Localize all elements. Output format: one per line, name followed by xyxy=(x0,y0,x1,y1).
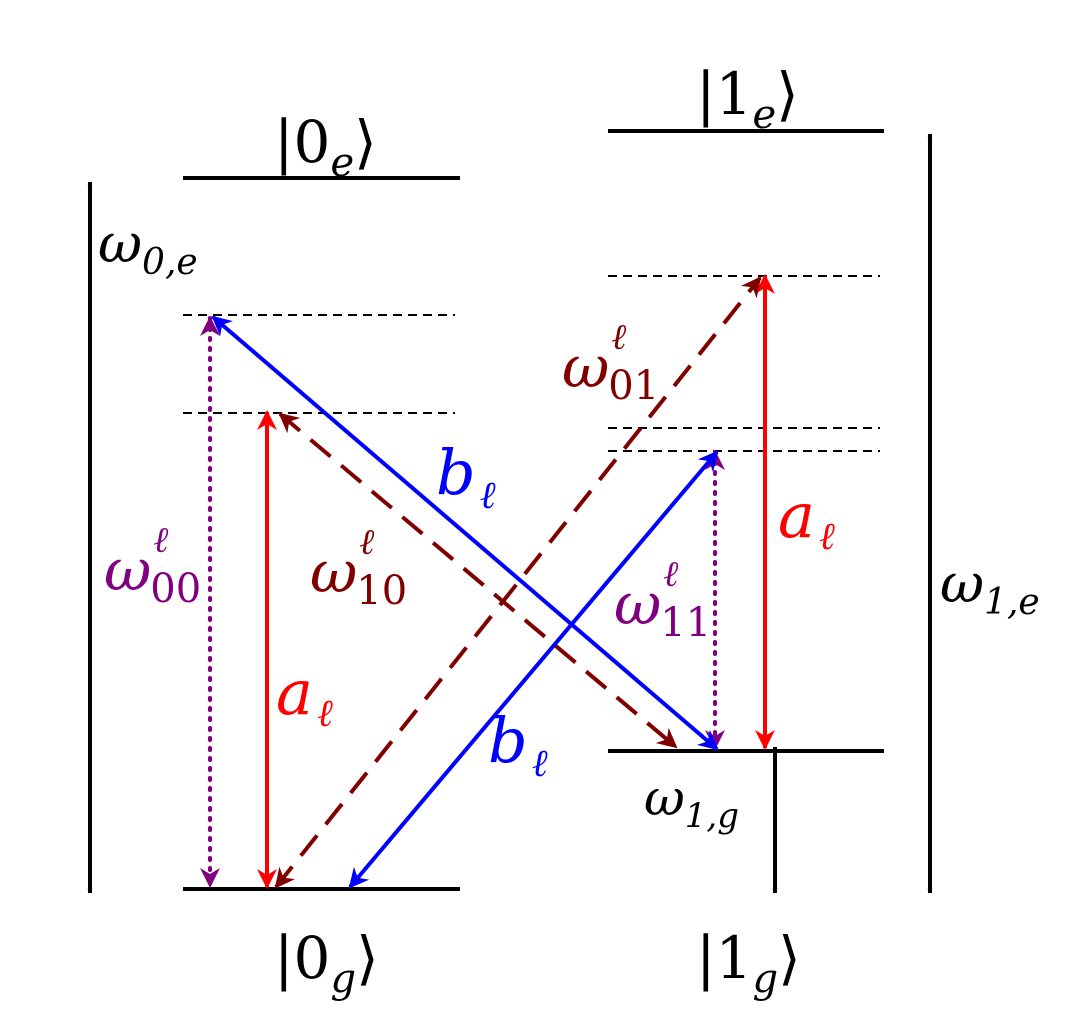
state-0e-label: |0e⟩ xyxy=(274,108,377,186)
w1g-label: ω1,g xyxy=(644,769,739,836)
state-1g-label: |1g⟩ xyxy=(696,924,801,1002)
state-1e-label: |1e⟩ xyxy=(696,60,799,138)
w1e-label: ω1,e xyxy=(940,552,1040,623)
state-0g-label: |0g⟩ xyxy=(274,924,379,1002)
w0e-label: ω0,e xyxy=(98,212,198,283)
b-lower-arrow xyxy=(348,450,719,889)
